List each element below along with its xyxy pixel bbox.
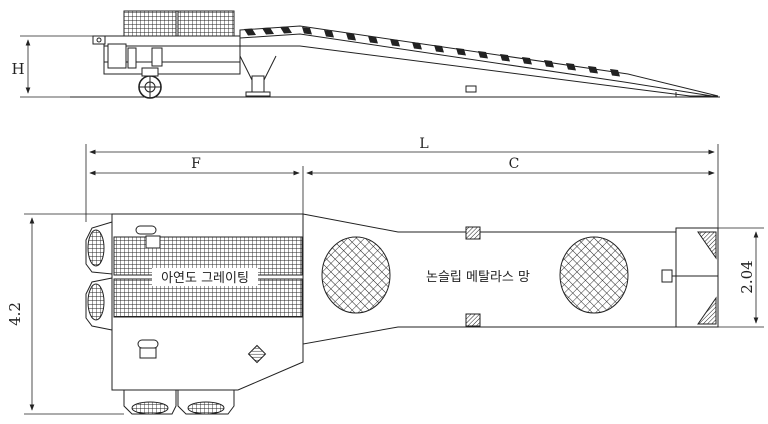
mesh-pad-left <box>321 236 391 314</box>
label-h: H <box>11 60 24 78</box>
dimension-ramp-width <box>716 227 764 328</box>
wheel <box>138 67 162 99</box>
label-l: L <box>419 136 428 152</box>
callout-mesh: 논슬립 메탈라스 망 <box>426 270 530 285</box>
dimension-l <box>85 144 719 228</box>
hinge-top <box>465 226 481 240</box>
hazard-stripes <box>244 26 620 77</box>
label-ramp-width: 2.04 <box>738 260 756 293</box>
plan-view <box>24 144 764 415</box>
hinge-bottom <box>465 313 481 327</box>
platform-details <box>135 225 267 364</box>
dimension-total-width <box>24 213 124 415</box>
bottom-bumpers <box>123 389 235 415</box>
callout-grating: 아연도 그레이팅 <box>161 271 249 286</box>
dimension-h <box>20 35 100 98</box>
label-total-width: 4.2 <box>6 302 24 326</box>
label-c: C <box>509 156 520 172</box>
platform-body <box>103 35 241 75</box>
top-blocks <box>123 10 235 37</box>
side-elevation <box>20 10 720 99</box>
dimension-fc <box>89 166 715 214</box>
label-f: F <box>191 156 201 172</box>
front-bumpers <box>85 221 113 331</box>
mesh-pad-right <box>559 236 629 314</box>
galvanized-grating <box>113 236 303 318</box>
support-leg <box>239 55 277 97</box>
